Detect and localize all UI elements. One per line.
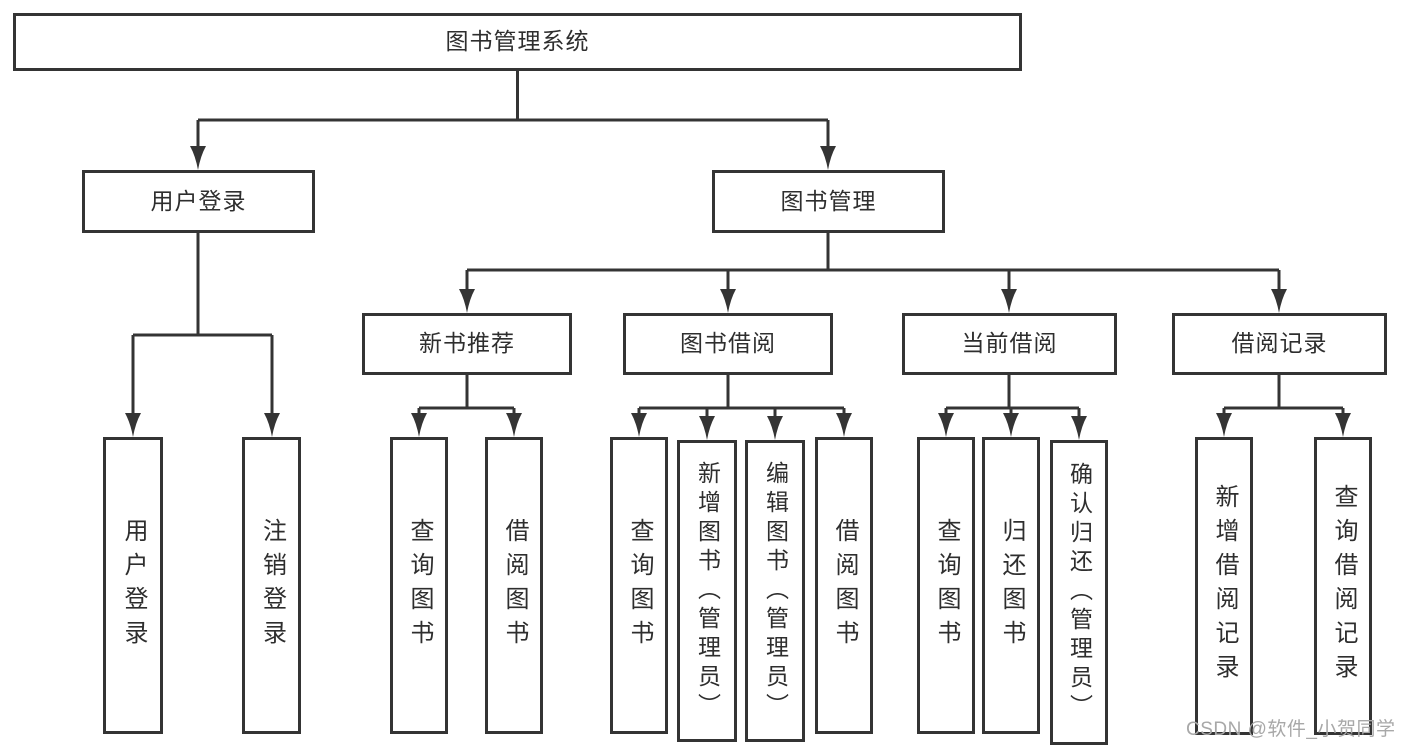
node-bb-add-books-admin: 新增图书（管理员） (677, 440, 737, 742)
arrowhead-icon (1335, 413, 1351, 437)
node-leaf-logout: 注销登录 (242, 437, 301, 734)
node-borrowing-records: 借阅记录 (1172, 313, 1387, 375)
node-br-add-record: 新增借阅记录 (1195, 437, 1253, 735)
arrowhead-icon (1003, 413, 1019, 437)
arrowhead-icon (264, 413, 280, 437)
arrowhead-icon (459, 289, 475, 313)
arrowhead-icon (1071, 416, 1087, 440)
csdn-watermark: CSDN @软件_小贺同学 (1186, 719, 1396, 740)
arrowhead-icon (506, 413, 522, 437)
arrowhead-icon (720, 289, 736, 313)
arrowhead-icon (1001, 289, 1017, 313)
arrowhead-icon (411, 413, 427, 437)
arrowhead-icon (1271, 289, 1287, 313)
arrowhead-icon (836, 413, 852, 437)
node-rec-query-books: 查询图书 (390, 437, 448, 734)
node-library-management-system: 图书管理系统 (13, 13, 1022, 71)
arrowhead-icon (631, 413, 647, 437)
node-book-management: 图书管理 (712, 170, 945, 233)
node-current-borrowing: 当前借阅 (902, 313, 1117, 375)
arrowhead-icon (820, 146, 836, 170)
node-cb-query-books: 查询图书 (917, 437, 975, 734)
node-bb-borrow-books: 借阅图书 (815, 437, 873, 734)
node-book-borrowing: 图书借阅 (623, 313, 833, 375)
node-new-book-recommendation: 新书推荐 (362, 313, 572, 375)
arrowhead-icon (125, 413, 141, 437)
node-cb-confirm-return-admin: 确认归还（管理员） (1050, 440, 1108, 745)
arrowhead-icon (1216, 413, 1232, 437)
node-user-login: 用户登录 (82, 170, 315, 233)
node-cb-return-books: 归还图书 (982, 437, 1040, 734)
arrowhead-icon (699, 416, 715, 440)
node-leaf-user-login: 用户登录 (103, 437, 163, 734)
node-rec-borrow-books: 借阅图书 (485, 437, 543, 734)
arrowhead-icon (190, 146, 206, 170)
arrowhead-icon (938, 413, 954, 437)
node-br-query-record: 查询借阅记录 (1314, 437, 1372, 735)
arrowhead-icon (767, 416, 783, 440)
node-bb-query-books: 查询图书 (610, 437, 668, 734)
node-bb-edit-books-admin: 编辑图书（管理员） (745, 440, 805, 742)
